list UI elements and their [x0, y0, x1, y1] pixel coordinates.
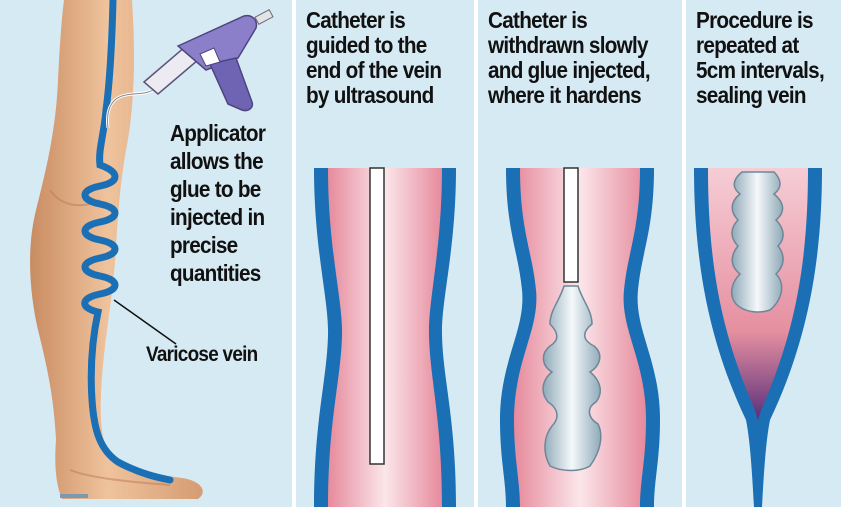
caption-line: sealing vein [696, 83, 823, 108]
caption-line: Catheter is [488, 8, 659, 33]
applicator-label: Applicator allows the glue to be injecte… [170, 119, 265, 287]
caption-line: Procedure is [696, 8, 823, 33]
applicator-label-line: precise [170, 231, 265, 259]
applicator-label-line: Applicator [170, 119, 265, 147]
applicator-label-line: allows the [170, 147, 265, 175]
caption-line: guided to the [306, 33, 454, 58]
applicator-label-line: injected in [170, 203, 265, 231]
step-repeated-caption: Procedure is repeated at 5cm intervals, … [696, 8, 823, 108]
leg-panel: Applicator allows the glue to be injecte… [0, 0, 292, 507]
glue-plug [732, 172, 783, 312]
step-guided-caption: Catheter is guided to the end of the vei… [306, 8, 454, 108]
varicose-pointer [114, 300, 176, 344]
caption-line: where it hardens [488, 83, 659, 108]
applicator-gun [144, 10, 273, 111]
step-guided-panel: Catheter is guided to the end of the vei… [296, 0, 474, 507]
caption-line: 5cm intervals, [696, 58, 823, 83]
applicator-label-line: glue to be [170, 175, 265, 203]
caption-line: repeated at [696, 33, 823, 58]
catheter [370, 168, 384, 464]
varicose-vein-label: Varicose vein [146, 343, 257, 367]
caption-line: and glue injected, [488, 58, 659, 83]
step-repeated-panel: Procedure is repeated at 5cm intervals, … [686, 0, 841, 507]
step-withdrawn-caption: Catheter is withdrawn slowly and glue in… [488, 8, 659, 108]
caption-line: end of the vein [306, 58, 454, 83]
caption-line: withdrawn slowly [488, 33, 659, 58]
step-withdrawn-panel: Catheter is withdrawn slowly and glue in… [478, 0, 682, 507]
caption-line: by ultrasound [306, 83, 454, 108]
applicator-label-line: quantities [170, 259, 265, 287]
vein-lumen [328, 168, 442, 507]
caption-line: Catheter is [306, 8, 454, 33]
catheter [564, 168, 578, 282]
heel-pad [60, 494, 88, 498]
